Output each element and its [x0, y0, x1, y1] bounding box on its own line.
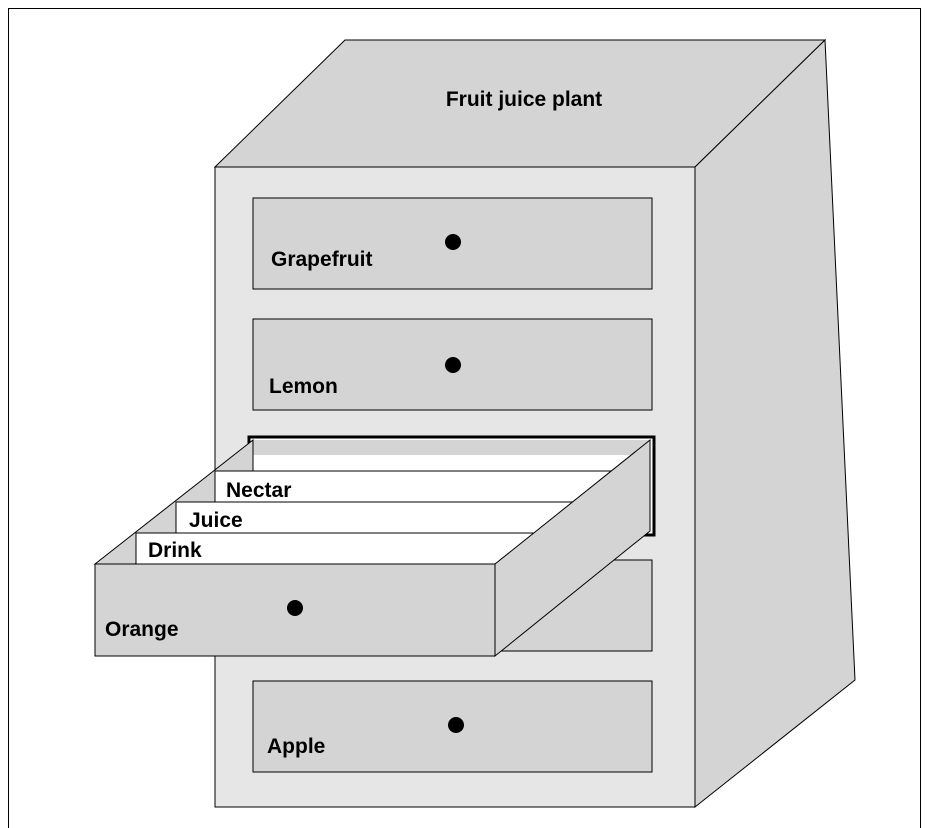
- drawer-knob[interactable]: [445, 234, 461, 250]
- drawer-lemon[interactable]: Lemon: [253, 319, 652, 410]
- drawer-label: Lemon: [269, 375, 338, 398]
- drawer-label: Grapefruit: [271, 248, 373, 271]
- tab-label-nectar: Nectar: [226, 479, 291, 502]
- drawer-label: Apple: [267, 735, 325, 758]
- tab-label-juice: Juice: [189, 509, 243, 532]
- drawer-grapefruit[interactable]: Grapefruit: [253, 198, 652, 289]
- cabinet-side: [695, 40, 855, 807]
- drawer-label: Orange: [105, 618, 179, 641]
- drawer-knob[interactable]: [287, 600, 303, 616]
- drawer-knob[interactable]: [448, 717, 464, 733]
- tab-label-drink: Drink: [148, 539, 202, 562]
- drawer-apple[interactable]: Apple: [253, 681, 652, 772]
- drawer-knob[interactable]: [445, 357, 461, 373]
- drawer-interior-back: [253, 440, 650, 455]
- cabinet-title: Fruit juice plant: [446, 88, 602, 111]
